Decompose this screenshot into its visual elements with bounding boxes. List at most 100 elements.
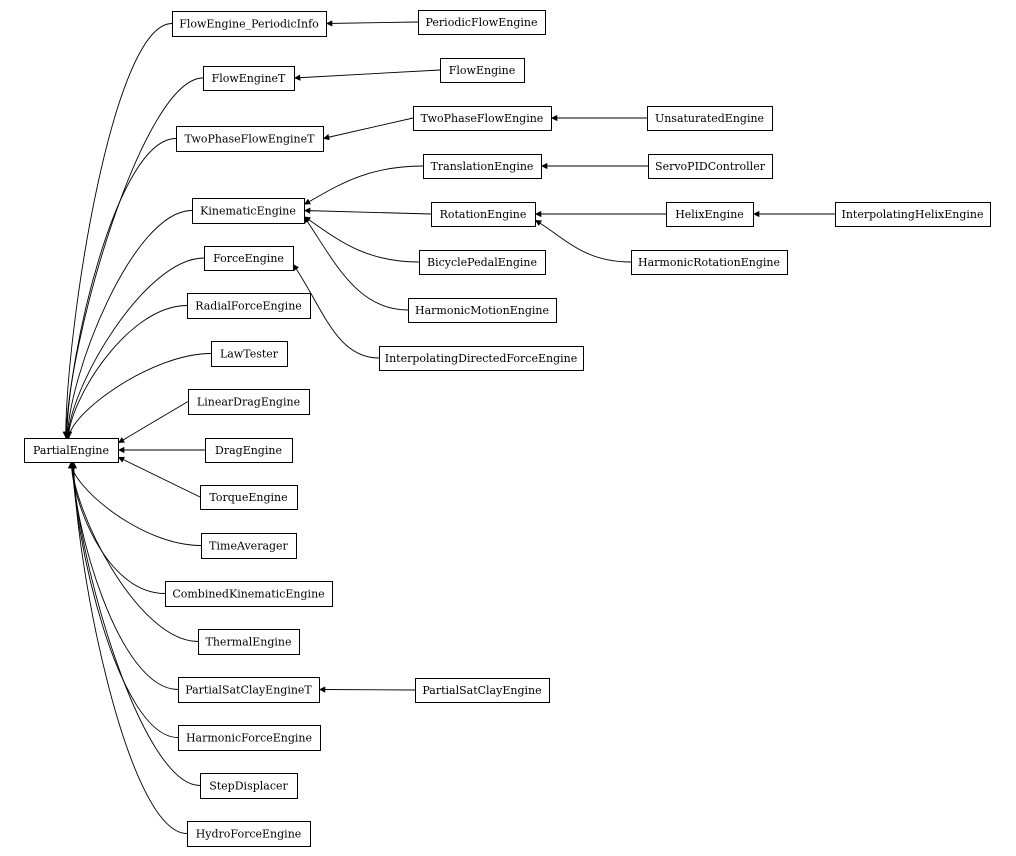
node-label: LawTester [220, 348, 279, 361]
node-time-averager: TimeAverager [201, 533, 297, 559]
node-box [204, 246, 294, 271]
node-kinematic-engine: KinematicEngine [192, 198, 305, 224]
node-label: TimeAverager [209, 540, 288, 553]
node-partial-engine: PartialEngine [24, 438, 119, 463]
node-box [200, 485, 298, 510]
node-label: LinearDragEngine [197, 396, 300, 409]
edge-flow-engine-to-flow-engine-t [293, 69, 441, 81]
node-label: HarmonicMotionEngine [415, 304, 549, 317]
node-label: TranslationEngine [431, 160, 534, 173]
node-label: HarmonicForceEngine [186, 732, 312, 745]
node-label: RadialForceEngine [195, 300, 302, 313]
edge-flowengine-periodicinfo-to-partial-engine [62, 23, 173, 439]
node-linear-drag-engine: LinearDragEngine [188, 389, 310, 415]
edge-two-phase-flow-engine-t-to-partial-engine [63, 138, 177, 439]
node-box [379, 346, 584, 371]
node-box [419, 250, 546, 275]
node-label: ThermalEngine [206, 636, 292, 649]
node-box [631, 250, 788, 275]
edge-two-phase-flow-engine-to-two-phase-flow-engine-t [322, 117, 414, 141]
node-flow-engine-t: FlowEngineT [203, 66, 295, 91]
node-label: PartialSatClayEngine [422, 684, 541, 697]
edge-time-averager-to-partial-engine [67, 461, 202, 546]
node-box [178, 677, 320, 703]
node-box [440, 58, 525, 83]
node-label: RotationEngine [440, 208, 527, 221]
edge-kinematic-engine-to-partial-engine [64, 210, 193, 439]
node-rotation-engine: RotationEngine [431, 202, 536, 227]
node-partial-sat-clay-engine-t: PartialSatClayEngineT [178, 677, 320, 703]
edge-force-engine-to-partial-engine [64, 257, 205, 439]
node-box [187, 821, 311, 847]
node-harmonic-force-engine: HarmonicForceEngine [178, 725, 321, 751]
node-drag-engine: DragEngine [205, 438, 293, 463]
edge-partial-sat-clay-engine-to-partial-sat-clay-engine-t [318, 686, 416, 693]
node-box [203, 66, 295, 91]
node-label: HydroForceEngine [196, 828, 302, 841]
node-label: PeriodicFlowEngine [426, 16, 538, 29]
edge-partial-sat-clay-engine-t-to-partial-engine [69, 461, 179, 690]
node-interpolating-directed-force-engine: InterpolatingDirectedForceEngine [379, 346, 584, 371]
edge-harmonic-motion-engine-to-kinematic-engine [303, 216, 409, 311]
node-label: HelixEngine [675, 208, 744, 221]
edge-linear-drag-engine-to-partial-engine [117, 401, 189, 444]
node-label: FlowEngineT [212, 72, 286, 85]
edge-periodic-flow-engine-to-flowengine-periodicinfo [325, 20, 419, 27]
node-harmonic-rotation-engine: HarmonicRotationEngine [631, 250, 788, 275]
nodes-layer: PartialEngine FlowEngine_PeriodicInfo Peri… [24, 10, 991, 847]
node-label: BicyclePedalEngine [427, 256, 537, 269]
node-label: PartialSatClayEngineT [185, 684, 312, 697]
edges-layer [62, 20, 835, 834]
edge-translation-engine-to-kinematic-engine [303, 165, 424, 205]
node-label: CombinedKinematicEngine [172, 588, 324, 601]
node-label: ForceEngine [213, 252, 284, 265]
node-box [418, 10, 546, 35]
node-box [423, 154, 542, 179]
node-radial-force-engine: RadialForceEngine [187, 293, 311, 319]
edge-harmonic-rotation-engine-to-rotation-engine [534, 219, 632, 263]
node-law-tester: LawTester [211, 341, 288, 367]
node-two-phase-flow-engine-t: TwoPhaseFlowEngineT [176, 126, 324, 152]
node-box [198, 629, 300, 655]
node-box [666, 202, 754, 227]
node-box [24, 438, 119, 463]
node-label: FlowEngine [449, 64, 515, 77]
node-box [415, 678, 550, 703]
node-box [187, 293, 311, 319]
node-step-displacer: StepDisplacer [200, 773, 298, 799]
node-box [835, 202, 991, 227]
node-box [205, 438, 293, 463]
node-box [165, 581, 333, 607]
node-box [200, 773, 298, 799]
node-label: TwoPhaseFlowEngine [421, 112, 544, 125]
node-box [648, 154, 773, 179]
edge-thermal-engine-to-partial-engine [68, 461, 199, 642]
edge-torque-engine-to-partial-engine [117, 456, 201, 498]
node-label: UnsaturatedEngine [655, 112, 764, 125]
node-box [201, 533, 297, 559]
node-partial-sat-clay-engine: PartialSatClayEngine [415, 678, 550, 703]
node-interpolating-helix-engine: InterpolatingHelixEngine [835, 202, 991, 227]
node-thermal-engine: ThermalEngine [198, 629, 300, 655]
node-label: InterpolatingHelixEngine [841, 208, 983, 221]
node-box [178, 725, 321, 751]
node-label: PartialEngine [33, 444, 109, 457]
node-label: TwoPhaseFlowEngineT [185, 133, 316, 146]
edge-interpolating-directed-force-engine-to-force-engine [292, 263, 380, 359]
node-label: ServoPIDController [655, 160, 766, 173]
node-periodic-flow-engine: PeriodicFlowEngine [418, 10, 546, 35]
edge-hydro-force-engine-to-partial-engine [70, 461, 188, 834]
node-box [413, 106, 552, 131]
node-label: DragEngine [215, 444, 282, 457]
node-box [176, 126, 324, 152]
node-label: FlowEngine_PeriodicInfo [179, 18, 319, 31]
edge-law-tester-to-partial-engine [65, 353, 212, 439]
node-box [408, 298, 557, 323]
node-servo-pid-controller: ServoPIDController [648, 154, 773, 179]
node-flow-engine: FlowEngine [440, 58, 525, 83]
node-box [211, 341, 288, 367]
node-label: StepDisplacer [209, 780, 288, 793]
node-translation-engine: TranslationEngine [423, 154, 542, 179]
node-label: TorqueEngine [209, 491, 287, 504]
edge-radial-force-engine-to-partial-engine [65, 305, 188, 439]
